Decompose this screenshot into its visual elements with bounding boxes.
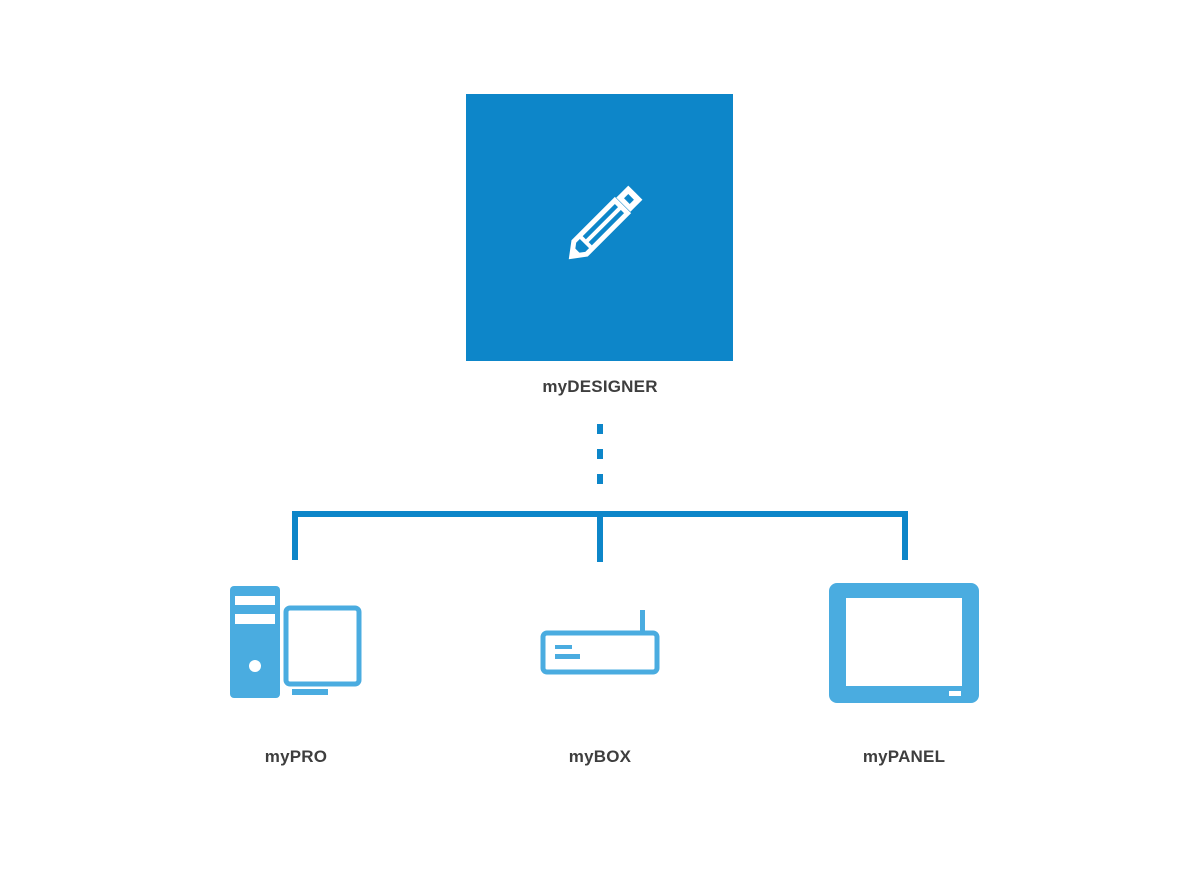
- touch-panel-icon: [829, 583, 979, 703]
- designer-label: myDESIGNER: [542, 377, 658, 396]
- router-device-icon: [540, 610, 660, 675]
- desktop-computer-icon: [230, 586, 362, 698]
- pencil-icon: [568, 185, 642, 259]
- designer-node: [466, 94, 733, 361]
- panel-label: myPANEL: [862, 747, 946, 766]
- box-label: myBOX: [568, 747, 632, 766]
- pro-label: myPRO: [264, 747, 328, 766]
